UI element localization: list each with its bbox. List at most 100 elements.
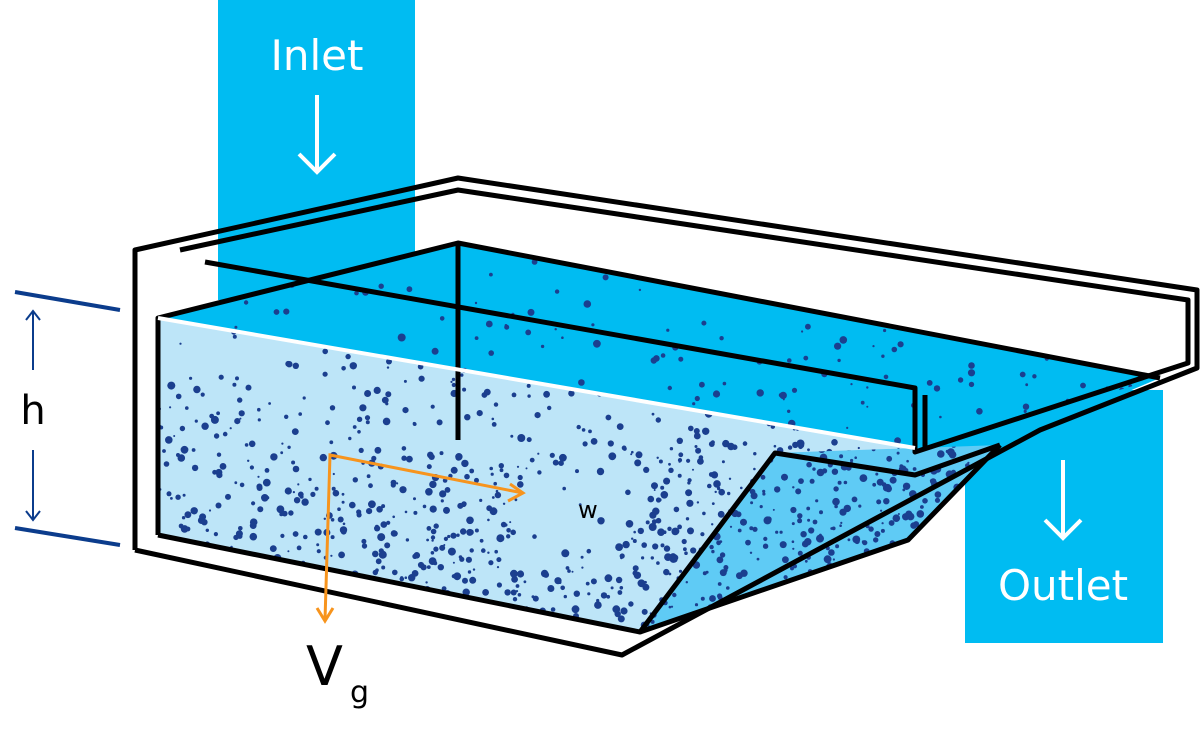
particle <box>813 616 820 622</box>
particle <box>775 530 779 534</box>
particle <box>779 530 783 534</box>
particle <box>183 447 187 451</box>
particle <box>841 616 848 622</box>
particle <box>694 445 698 448</box>
particle <box>893 613 899 619</box>
particle <box>719 552 726 558</box>
particle <box>180 550 182 553</box>
particle <box>514 498 518 502</box>
particle <box>426 526 432 531</box>
particle <box>892 565 899 573</box>
particle <box>632 570 638 576</box>
particle <box>424 599 433 607</box>
particle <box>779 541 787 549</box>
particle <box>724 628 728 632</box>
particle <box>202 601 211 610</box>
particle <box>930 555 938 563</box>
particle <box>483 388 491 396</box>
particle <box>805 323 811 330</box>
particle <box>959 531 962 534</box>
particle <box>700 532 705 537</box>
particle <box>756 389 764 397</box>
particle <box>352 385 356 390</box>
particle <box>1115 244 1123 252</box>
particle <box>368 483 373 489</box>
particle <box>165 436 173 444</box>
particle <box>947 617 951 620</box>
particle <box>707 483 712 489</box>
particle <box>891 576 894 579</box>
particle <box>345 353 351 360</box>
particle <box>429 480 437 489</box>
particle <box>663 477 671 485</box>
particle <box>588 429 592 434</box>
particle <box>552 459 559 466</box>
particle <box>622 540 630 549</box>
particle <box>439 490 447 498</box>
particle <box>655 517 662 524</box>
particle <box>660 353 666 358</box>
particle <box>249 518 258 526</box>
particle <box>822 468 828 474</box>
particle <box>717 582 722 586</box>
particle <box>406 455 413 463</box>
particle <box>874 531 881 537</box>
particle <box>667 526 672 531</box>
particle <box>440 499 444 503</box>
particle <box>905 510 913 518</box>
particle <box>405 538 410 542</box>
particle <box>210 560 214 564</box>
particle <box>210 613 218 620</box>
particle <box>888 607 894 612</box>
particle <box>697 458 704 465</box>
particle <box>648 523 657 531</box>
particle <box>881 354 885 358</box>
particle <box>467 570 472 574</box>
particle <box>464 414 471 421</box>
particle <box>582 441 588 447</box>
particle <box>493 402 499 407</box>
particle <box>809 615 817 622</box>
particle <box>806 506 811 511</box>
particle <box>892 514 901 522</box>
particle <box>795 610 804 619</box>
particle <box>896 548 902 554</box>
particle <box>401 446 407 451</box>
particle <box>425 581 428 584</box>
particle <box>249 465 254 470</box>
particle <box>741 608 750 617</box>
particle <box>858 628 861 631</box>
particle <box>443 506 450 514</box>
particle <box>460 528 467 535</box>
particle <box>750 492 758 500</box>
particle <box>645 520 650 525</box>
particle <box>779 391 787 400</box>
particle <box>859 474 868 482</box>
particle <box>767 615 771 619</box>
particle <box>257 506 264 513</box>
particle <box>476 410 483 417</box>
particle <box>790 506 797 514</box>
particle <box>590 578 597 585</box>
particle <box>944 523 949 528</box>
particle <box>169 600 178 609</box>
particle <box>1022 403 1030 410</box>
particle <box>430 535 436 540</box>
particle <box>221 610 228 617</box>
particle <box>206 579 213 585</box>
particle <box>352 425 357 429</box>
particle <box>896 597 901 601</box>
particle <box>517 481 524 488</box>
particle <box>167 293 170 296</box>
particle <box>729 525 733 528</box>
particle <box>664 570 667 574</box>
velocity-label: V <box>306 635 343 698</box>
particle <box>701 320 707 326</box>
particle <box>900 552 906 558</box>
particle <box>280 533 285 539</box>
particle <box>517 593 522 597</box>
particle <box>883 328 887 333</box>
particle <box>717 510 725 518</box>
particle <box>760 593 766 598</box>
particle <box>631 450 634 454</box>
